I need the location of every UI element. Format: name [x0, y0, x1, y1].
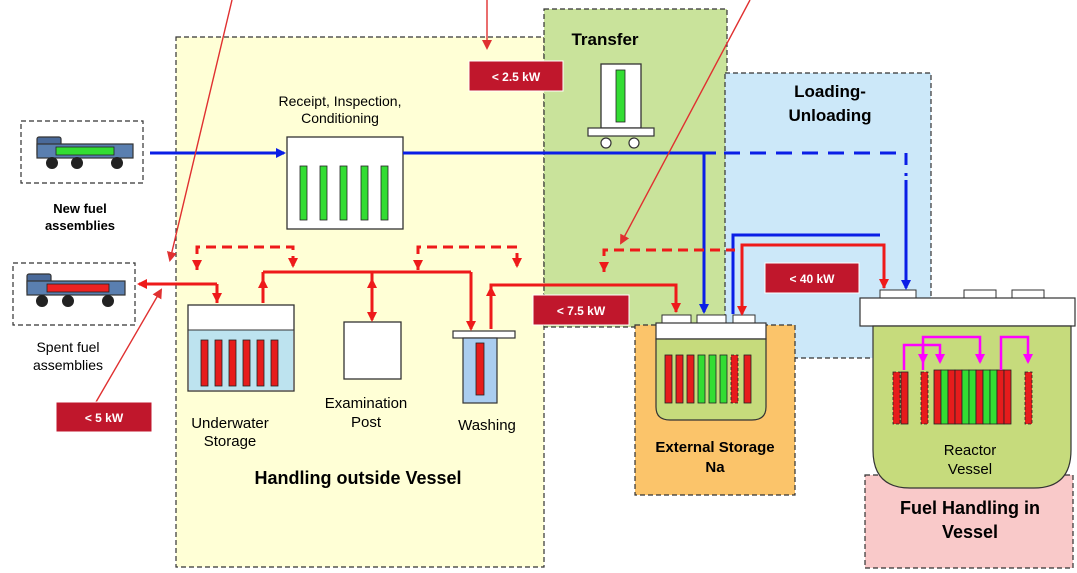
zone-title-external-storage-1: External Storage	[655, 439, 774, 456]
new-fuel-label-2: assemblies	[45, 218, 115, 233]
zone-fuel-handling	[864, 474, 1074, 569]
power-badge-5-text: < 5 kW	[85, 411, 124, 425]
external-storage-vessel-icon	[655, 314, 767, 421]
receipt-label-1: Receipt, Inspection,	[279, 93, 402, 109]
in-vessel-flow-path	[902, 335, 1033, 370]
zone-title-transfer: Transfer	[571, 30, 638, 49]
power-badge-40-text: < 40 kW	[789, 272, 835, 286]
washing-label: Washing	[458, 417, 516, 434]
underwater-label-1: Underwater	[191, 415, 269, 432]
receipt-label-2: Conditioning	[301, 110, 379, 126]
spent-fuel-truck-icon	[12, 262, 136, 326]
zone-title-fuel-handling-2: Vessel	[942, 522, 998, 542]
power-badge-40: < 40 kW	[764, 262, 860, 294]
zone-transfer	[543, 8, 728, 328]
power-badge-5: < 5 kW	[55, 401, 153, 433]
reactor-label-2: Vessel	[948, 461, 992, 478]
underwater-label-2: Storage	[204, 433, 257, 450]
zone-title-external-storage-2: Na	[705, 459, 725, 476]
power-badge-7-5-text: < 7.5 kW	[557, 304, 606, 318]
callout-arrows	[95, 0, 751, 403]
examination-label-2: Post	[351, 414, 382, 431]
spent-fuel-arrowheads	[192, 256, 889, 313]
spent-fuel-label-1: Spent fuel	[36, 339, 99, 355]
receipt-station-icon	[286, 136, 404, 230]
spent-fuel-label-2: assemblies	[33, 357, 103, 373]
examination-post-icon	[343, 321, 402, 380]
power-badge-2-5: < 2.5 kW	[468, 60, 564, 92]
underwater-storage-icon	[187, 304, 295, 392]
new-fuel-flow-path	[150, 148, 911, 314]
washing-station-icon	[452, 330, 516, 404]
reactor-label-1: Reactor	[944, 442, 997, 459]
zone-title-loading-2: Unloading	[788, 106, 871, 125]
zone-title-loading-1: Loading-	[794, 82, 866, 101]
zone-title-handling-outside: Handling outside Vessel	[254, 468, 461, 488]
power-badge-7-5: < 7.5 kW	[532, 294, 630, 326]
examination-label-1: Examination	[325, 395, 408, 412]
new-fuel-truck-icon	[20, 120, 144, 184]
transfer-flask-icon	[587, 63, 655, 149]
zone-title-fuel-handling-1: Fuel Handling in	[900, 498, 1040, 518]
new-fuel-label-1: New fuel	[53, 201, 106, 216]
new-fuel-return-path	[731, 233, 880, 314]
power-badge-2-5-text: < 2.5 kW	[492, 70, 541, 84]
zone-handling-outside	[175, 36, 545, 568]
